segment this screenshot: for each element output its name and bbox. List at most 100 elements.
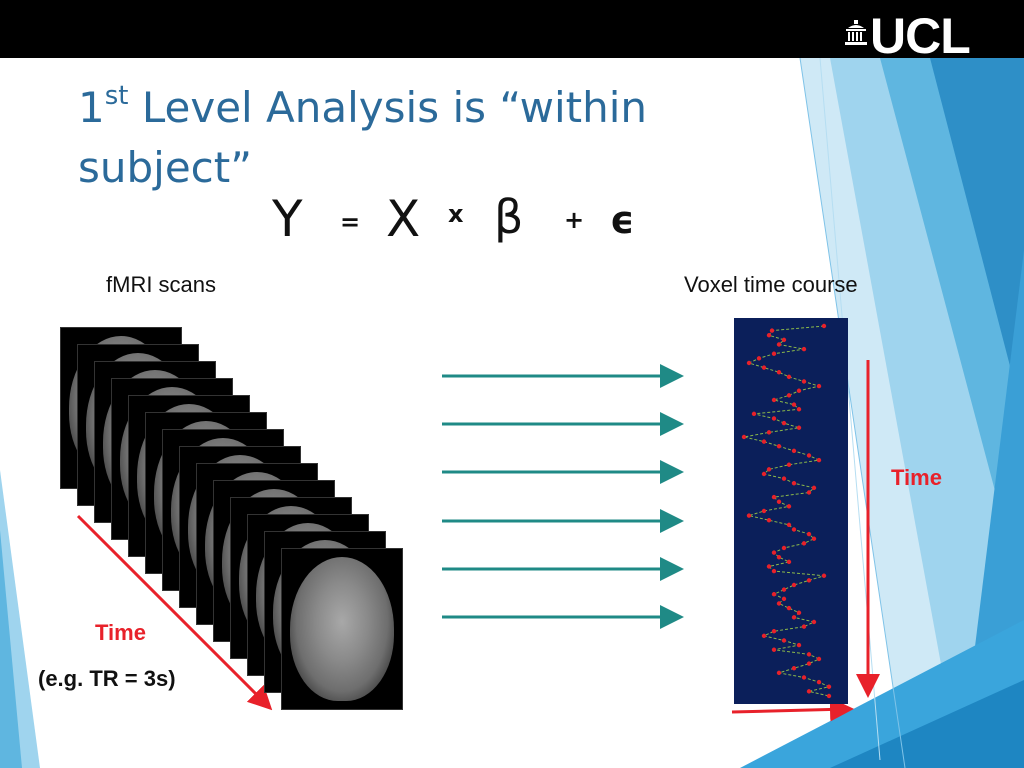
time-course-point bbox=[791, 448, 797, 454]
time-course-point bbox=[801, 624, 807, 629]
time-course-point bbox=[821, 573, 827, 578]
time-course-point bbox=[816, 679, 822, 685]
slide-title: 1st Level Analysis is “within subject” bbox=[78, 78, 758, 198]
time-course-point bbox=[821, 323, 827, 329]
title-prefix: 1 bbox=[78, 83, 105, 132]
time-course-point bbox=[771, 568, 777, 574]
time-course-point bbox=[806, 453, 812, 458]
time-course-point bbox=[771, 397, 777, 403]
time-course-point bbox=[746, 360, 752, 366]
time-course-point bbox=[791, 582, 797, 588]
time-course-point bbox=[771, 494, 777, 500]
fmri-scan-stack bbox=[58, 325, 408, 715]
portico-icon bbox=[845, 20, 867, 45]
time-course-point bbox=[776, 555, 782, 560]
time-course-point bbox=[806, 531, 812, 537]
time-course-point bbox=[766, 333, 772, 338]
time-course-point bbox=[766, 430, 772, 435]
time-course-point bbox=[781, 638, 787, 643]
time-course-point bbox=[791, 481, 797, 486]
time-course-point bbox=[806, 490, 812, 495]
time-course-point bbox=[761, 508, 767, 514]
ucl-logo: UCL bbox=[844, 8, 994, 64]
time-course-point bbox=[781, 596, 787, 602]
time-course-point bbox=[781, 337, 787, 343]
fmri-scan-slice bbox=[281, 548, 403, 710]
time-course-point bbox=[786, 393, 792, 398]
time-course-point bbox=[766, 518, 772, 523]
time-course-point bbox=[771, 351, 777, 356]
voxel-time-course-label: Voxel time course bbox=[684, 272, 858, 297]
time-course-point bbox=[766, 467, 772, 472]
time-course-point bbox=[811, 485, 817, 491]
title-text: Level Analysis is “within subject” bbox=[78, 83, 648, 192]
time-course-point bbox=[796, 407, 802, 412]
time-course-point bbox=[776, 499, 782, 504]
time-course-point bbox=[746, 513, 752, 518]
time-course-point bbox=[776, 444, 782, 449]
equation-x: X bbox=[386, 190, 421, 248]
time-course-point bbox=[781, 587, 787, 592]
time-course-point bbox=[806, 689, 812, 694]
time-course-point bbox=[786, 559, 792, 565]
time-course-point bbox=[791, 402, 797, 407]
time-course-point bbox=[781, 476, 787, 481]
time-course-point bbox=[771, 592, 777, 597]
time-course-point bbox=[741, 434, 747, 440]
time-course-point bbox=[811, 619, 817, 625]
time-course-point bbox=[816, 457, 822, 463]
time-course-point bbox=[796, 388, 802, 393]
time-course-point bbox=[796, 425, 802, 430]
time-course-point bbox=[771, 550, 777, 555]
time-course-point bbox=[801, 379, 807, 384]
time-course-point bbox=[786, 605, 792, 611]
time-course-point bbox=[791, 527, 797, 532]
time-course-point bbox=[786, 504, 792, 509]
time-course-point bbox=[826, 693, 832, 699]
equation-epsilon: ϵ bbox=[610, 198, 635, 242]
time-label-right: Time bbox=[891, 465, 942, 490]
time-course-point bbox=[776, 342, 782, 347]
time-course-point bbox=[816, 656, 822, 662]
time-course-point bbox=[796, 642, 802, 648]
time-course-point bbox=[791, 666, 797, 671]
time-course-point bbox=[766, 564, 772, 569]
time-course-point bbox=[801, 675, 807, 680]
time-course-point bbox=[801, 346, 807, 352]
time-course-point bbox=[761, 633, 767, 639]
time-course-point bbox=[786, 374, 792, 380]
title-superscript: st bbox=[104, 81, 129, 111]
time-course-point bbox=[796, 610, 802, 615]
time-course-point bbox=[801, 541, 807, 546]
time-course-line bbox=[743, 325, 831, 697]
time-course-point bbox=[826, 684, 832, 689]
time-course-point bbox=[791, 615, 797, 620]
time-course-point bbox=[786, 462, 792, 467]
time-course-point bbox=[776, 601, 782, 606]
time-course-point bbox=[776, 370, 782, 375]
time-course-point bbox=[806, 661, 812, 666]
equation-times: x bbox=[448, 200, 464, 228]
time-course-point bbox=[769, 328, 775, 333]
tr-note: (e.g. TR = 3s) bbox=[38, 666, 176, 691]
equation-y: Y bbox=[272, 190, 303, 248]
voxel-time-course-plot bbox=[734, 318, 848, 704]
time-course-point bbox=[811, 536, 817, 541]
time-course-point bbox=[771, 629, 777, 634]
time-course-point bbox=[751, 411, 757, 417]
glm-equation: Y = X x β + ϵ bbox=[272, 190, 672, 260]
time-course-point bbox=[781, 420, 787, 426]
equation-plus: + bbox=[564, 206, 585, 234]
time-label-left: Time bbox=[95, 620, 146, 645]
time-course-point bbox=[761, 439, 767, 444]
equation-equals: = bbox=[340, 208, 361, 236]
time-course-point bbox=[781, 545, 787, 551]
time-course-point bbox=[756, 356, 762, 361]
time-course-point bbox=[806, 652, 812, 657]
time-course-point bbox=[771, 647, 777, 652]
time-course-point bbox=[771, 416, 777, 421]
equation-beta: β bbox=[494, 190, 524, 244]
time-course-point bbox=[761, 471, 767, 477]
time-course-point bbox=[786, 522, 792, 528]
fmri-scans-label: fMRI scans bbox=[106, 272, 217, 297]
